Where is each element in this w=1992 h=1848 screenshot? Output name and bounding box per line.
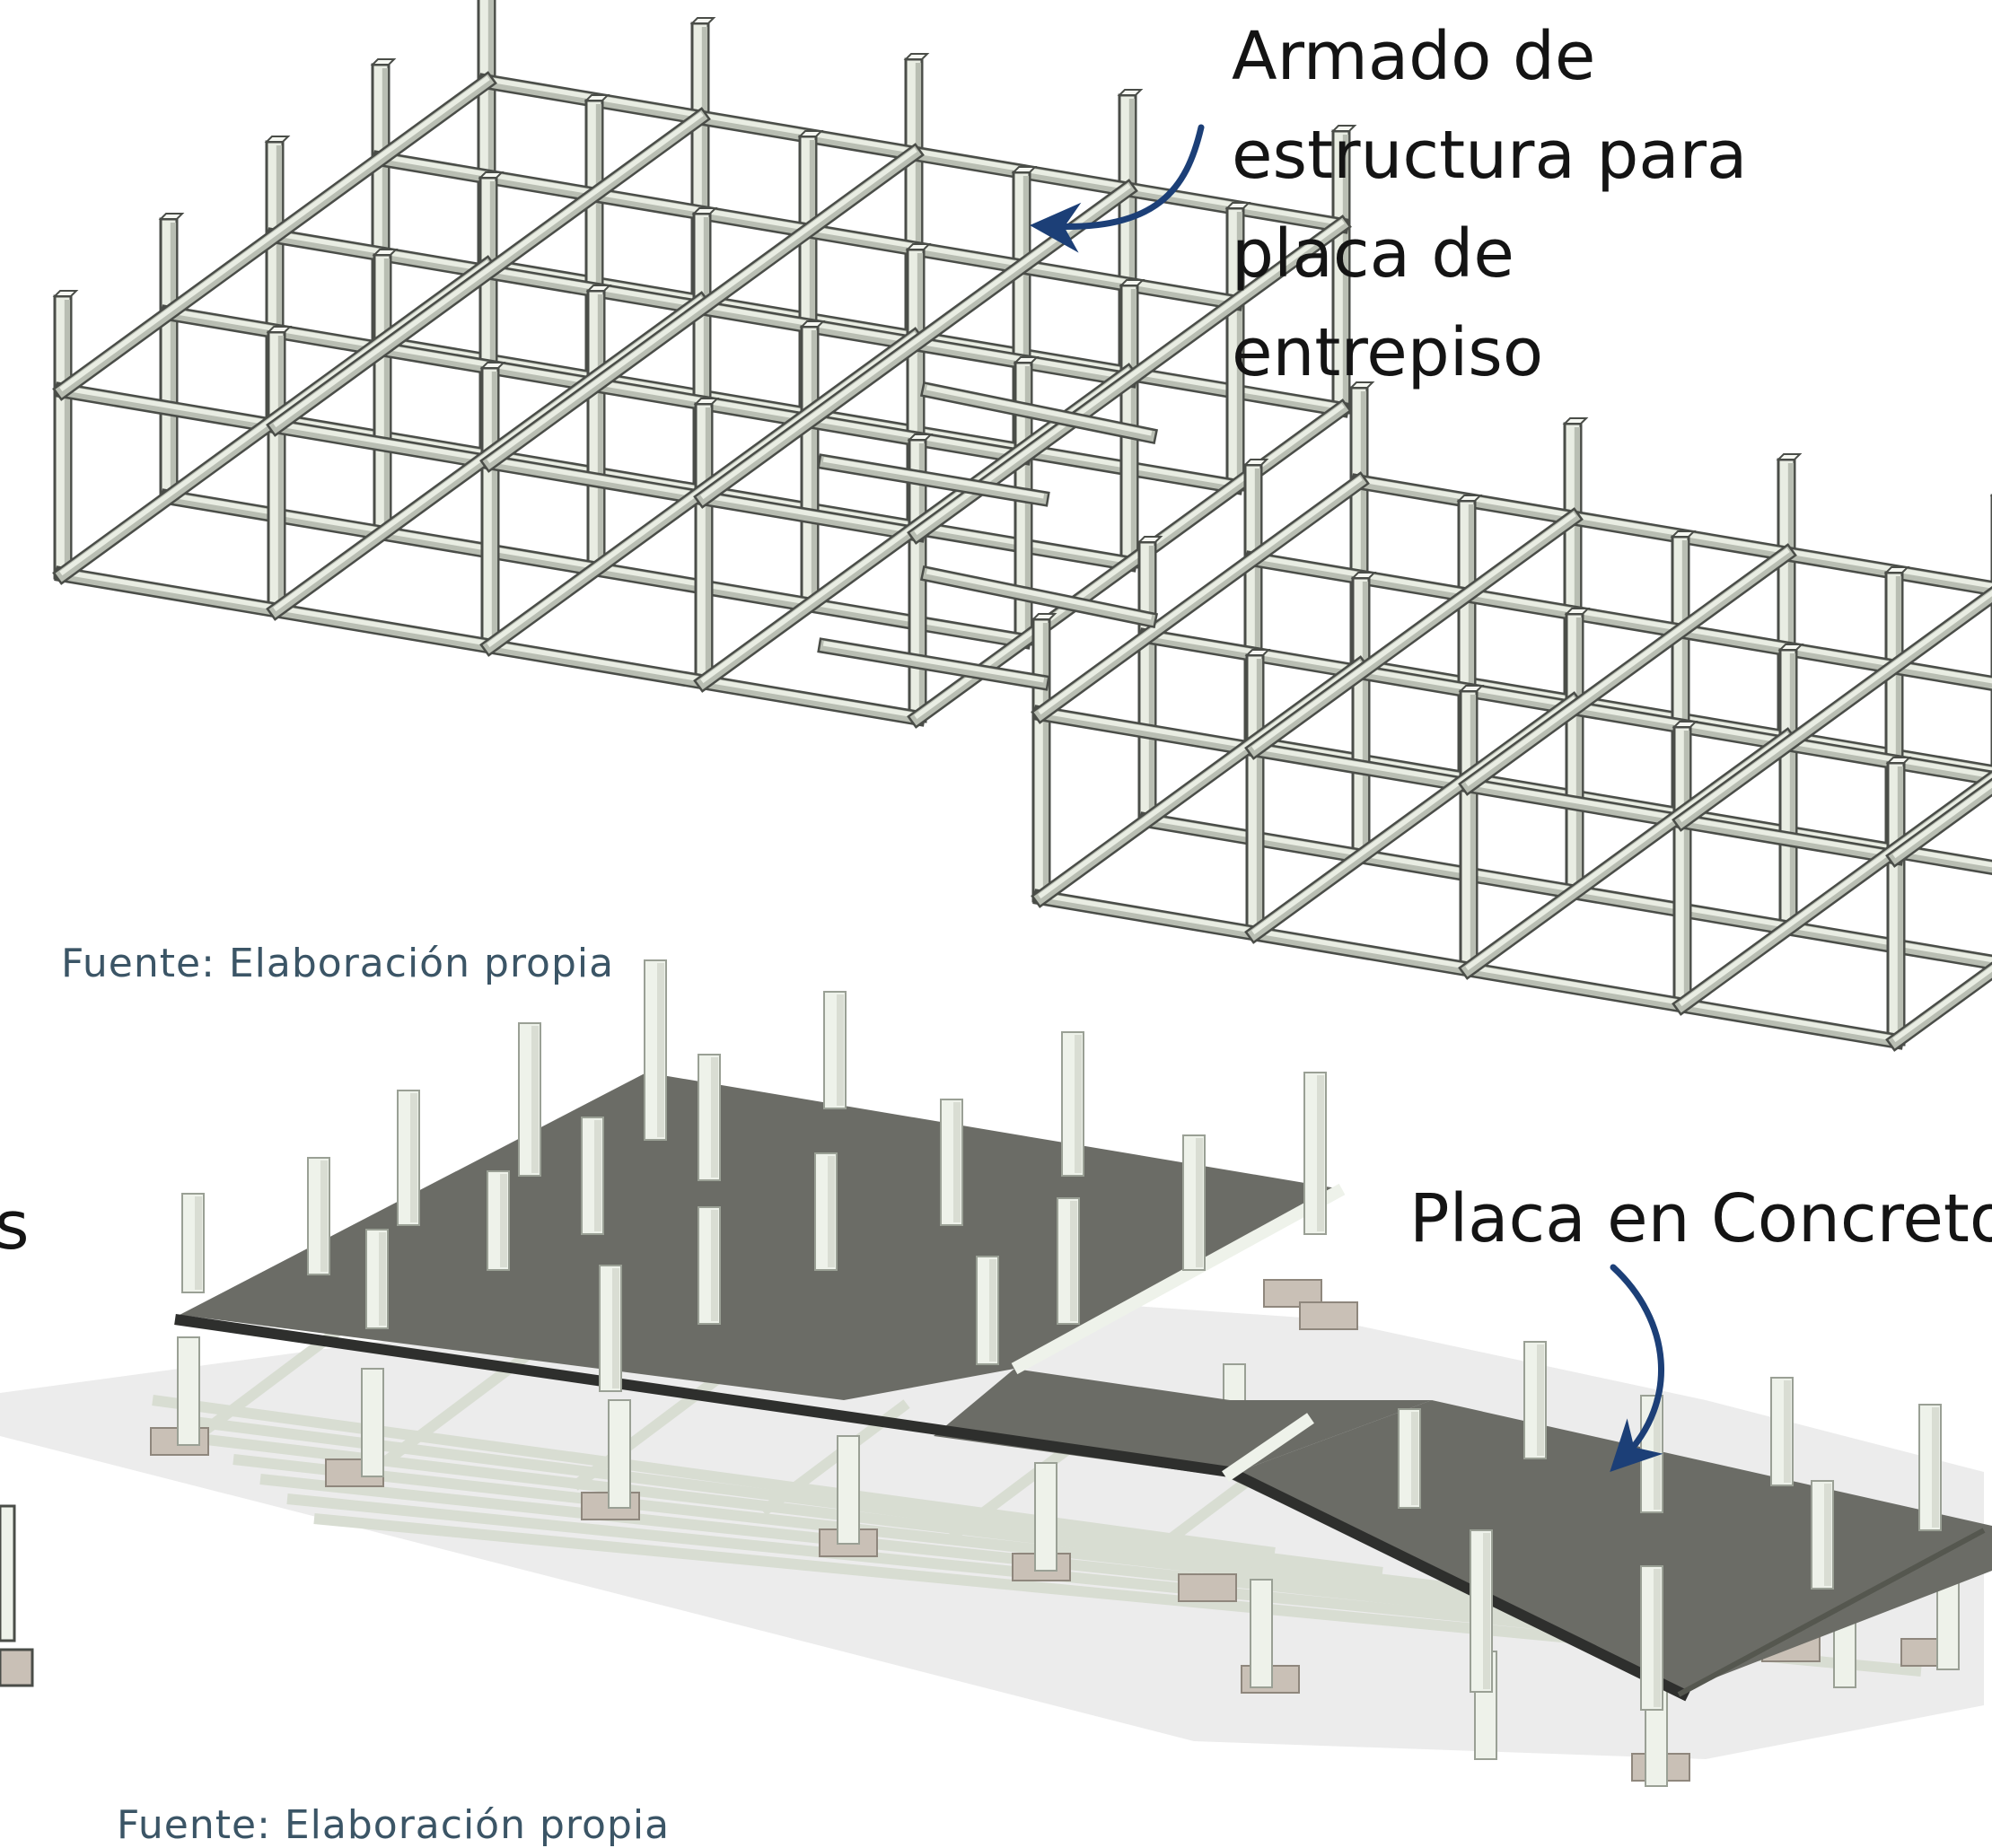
column-lower: [837, 1435, 860, 1545]
frame-connector: [817, 381, 1159, 691]
footing: [1178, 1573, 1237, 1602]
reinforcement-frame-model: [52, 0, 1992, 1052]
annotation-line: placa de: [1232, 215, 1514, 293]
source-caption-bottom: Fuente: Elaboración propia: [117, 1802, 671, 1848]
cropped-column-fragment: [0, 1504, 34, 1687]
column-lower: [1034, 1462, 1057, 1572]
frame-block-1: [52, 0, 1357, 729]
curved-arrow-icon: [1610, 1264, 1664, 1472]
column-lower: [1250, 1579, 1273, 1688]
footing: [1299, 1301, 1358, 1330]
curved-arrow-icon: [1030, 124, 1205, 253]
slab-annotation-label: Placa en Concreto: [1409, 1180, 1992, 1257]
cropped-label-fragment: s: [0, 1187, 30, 1265]
annotation-line: entrepiso: [1232, 314, 1544, 391]
ground-beam: [194, 1324, 345, 1441]
frame-annotation-label: Armado de estructura para placa de entre…: [1232, 7, 1747, 402]
annotation-line: estructura para: [1232, 117, 1748, 194]
edge-beam: [1222, 1413, 1314, 1482]
column-lower: [177, 1336, 200, 1446]
frame-block-2: [1031, 381, 1992, 1052]
ground-beam: [259, 1474, 1707, 1637]
column-lower: [608, 1399, 631, 1509]
ground-beam: [152, 1395, 1276, 1558]
column-lower: [361, 1368, 384, 1477]
concrete-slab-model: [0, 959, 1992, 1787]
slab-edge: [1677, 1528, 1986, 1697]
concrete-slab: [180, 1073, 1342, 1400]
edge-beam: [1011, 1183, 1346, 1375]
annotation-line: Armado de: [1232, 18, 1596, 95]
ground-beam: [233, 1454, 1599, 1617]
source-caption-top: Fuente: Elaboración propia: [61, 941, 615, 986]
